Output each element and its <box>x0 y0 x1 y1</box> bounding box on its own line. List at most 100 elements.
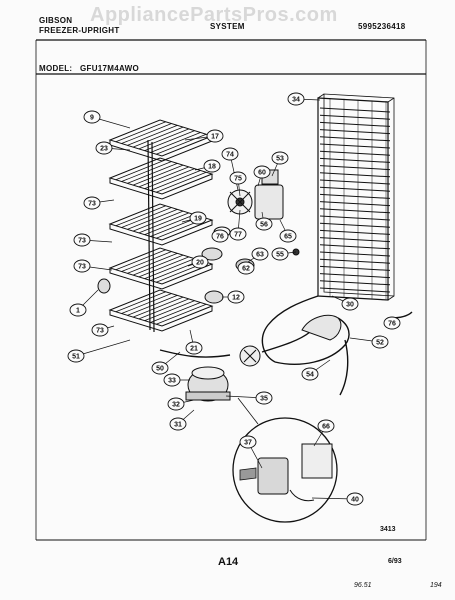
callout-label: 53 <box>276 155 284 162</box>
callout-label: 66 <box>322 423 330 430</box>
callout-76: 76 <box>383 316 401 330</box>
part-number: 5995236418 <box>358 22 406 31</box>
callout-label: 30 <box>346 301 354 308</box>
callout-label: 77 <box>234 231 242 238</box>
callout-label: 19 <box>194 215 202 222</box>
callout-66: 66 <box>317 419 335 433</box>
callout-1: 1 <box>69 303 87 317</box>
callout-51: 51 <box>67 349 85 363</box>
callout-label: 56 <box>260 221 268 228</box>
callout-62: 62 <box>237 261 255 275</box>
callout-label: 62 <box>242 265 250 272</box>
callout-35: 35 <box>255 391 273 405</box>
callout-label: 18 <box>208 163 216 170</box>
callout-73: 73 <box>73 259 91 273</box>
callout-18: 18 <box>203 159 221 173</box>
detail-inset <box>232 397 338 523</box>
callout-label: 76 <box>388 320 396 327</box>
callout-label: 60 <box>258 169 266 176</box>
callout-31: 31 <box>169 417 187 431</box>
callout-label: 21 <box>190 345 198 352</box>
callout-label: 17 <box>211 133 219 140</box>
callout-56: 56 <box>255 217 273 231</box>
rack-supports <box>147 139 155 333</box>
callout-32: 32 <box>167 397 185 411</box>
compressor <box>185 345 261 402</box>
callout-73: 73 <box>91 323 109 337</box>
section-label: SYSTEM <box>210 22 245 31</box>
callout-label: 50 <box>156 365 164 372</box>
callout-63: 63 <box>251 247 269 261</box>
callout-label: 32 <box>172 401 180 408</box>
callout-34: 34 <box>287 92 305 106</box>
callout-76: 76 <box>211 229 229 243</box>
model-number: GFU17M4AWO <box>80 64 140 73</box>
callout-9: 9 <box>83 110 101 124</box>
callout-markers: 9 23 17 18 74 53 60 75 73 19 77 56 65 76 63 62 55 20 73 73 1… <box>67 92 401 506</box>
callout-label: 73 <box>78 237 86 244</box>
callout-17: 17 <box>206 129 224 143</box>
callout-label: 55 <box>276 251 284 258</box>
corner-note-left: 96.51 <box>354 582 372 589</box>
callout-21: 21 <box>185 341 203 355</box>
leader-line <box>75 339 131 357</box>
callout-65: 65 <box>279 229 297 243</box>
callout-77: 77 <box>229 227 247 241</box>
revision-date: 6/93 <box>388 558 402 565</box>
callout-label: 76 <box>216 233 224 240</box>
fan-motor-assembly <box>201 169 300 272</box>
callout-53: 53 <box>271 151 289 165</box>
callout-label: 1 <box>76 307 80 314</box>
callout-55: 55 <box>271 247 289 261</box>
drawing-number: 3413 <box>380 526 396 533</box>
callout-label: 35 <box>260 395 268 402</box>
callout-label: 52 <box>376 339 384 346</box>
callout-label: 34 <box>292 96 300 103</box>
wire-shelves <box>108 119 214 332</box>
callout-40: 40 <box>346 492 364 506</box>
callout-label: 73 <box>78 263 86 270</box>
category-label: FREEZER-UPRIGHT <box>39 26 120 35</box>
callout-52: 52 <box>371 335 389 349</box>
callout-label: 23 <box>100 145 108 152</box>
callout-label: 33 <box>168 377 176 384</box>
callout-label: 63 <box>256 251 264 258</box>
model-label: MODEL: <box>39 64 73 73</box>
callout-37: 37 <box>239 435 257 449</box>
page-code: A14 <box>218 556 239 568</box>
callout-19: 19 <box>189 211 207 225</box>
callout-54: 54 <box>301 367 319 381</box>
callout-74: 74 <box>221 147 239 161</box>
callout-60: 60 <box>253 165 271 179</box>
callout-label: 20 <box>196 259 204 266</box>
callout-label: 12 <box>232 294 240 301</box>
callout-label: 40 <box>351 496 359 503</box>
corner-note-right: 194 <box>430 582 442 589</box>
drier <box>301 314 342 341</box>
callout-label: 65 <box>284 233 292 240</box>
small-parts <box>97 278 224 304</box>
callout-label: 54 <box>306 371 314 378</box>
callout-23: 23 <box>95 141 113 155</box>
callout-33: 33 <box>163 373 181 387</box>
condenser-coil <box>317 93 395 301</box>
callout-label: 9 <box>90 114 94 121</box>
callout-30: 30 <box>341 297 359 311</box>
callout-75: 75 <box>229 171 247 185</box>
callout-label: 51 <box>72 353 80 360</box>
watermark: AppliancePartsPros.com <box>90 4 338 26</box>
callout-label: 37 <box>244 439 252 446</box>
brand-label: GIBSON <box>39 16 73 25</box>
callout-label: 75 <box>234 175 242 182</box>
callout-20: 20 <box>191 255 209 269</box>
callout-label: 73 <box>88 200 96 207</box>
callout-73: 73 <box>73 233 91 247</box>
callout-label: 74 <box>226 151 234 158</box>
callout-label: 31 <box>174 421 182 428</box>
callout-label: 73 <box>96 327 104 334</box>
callout-12: 12 <box>227 290 245 304</box>
callout-50: 50 <box>151 361 169 375</box>
callout-73: 73 <box>83 196 101 210</box>
